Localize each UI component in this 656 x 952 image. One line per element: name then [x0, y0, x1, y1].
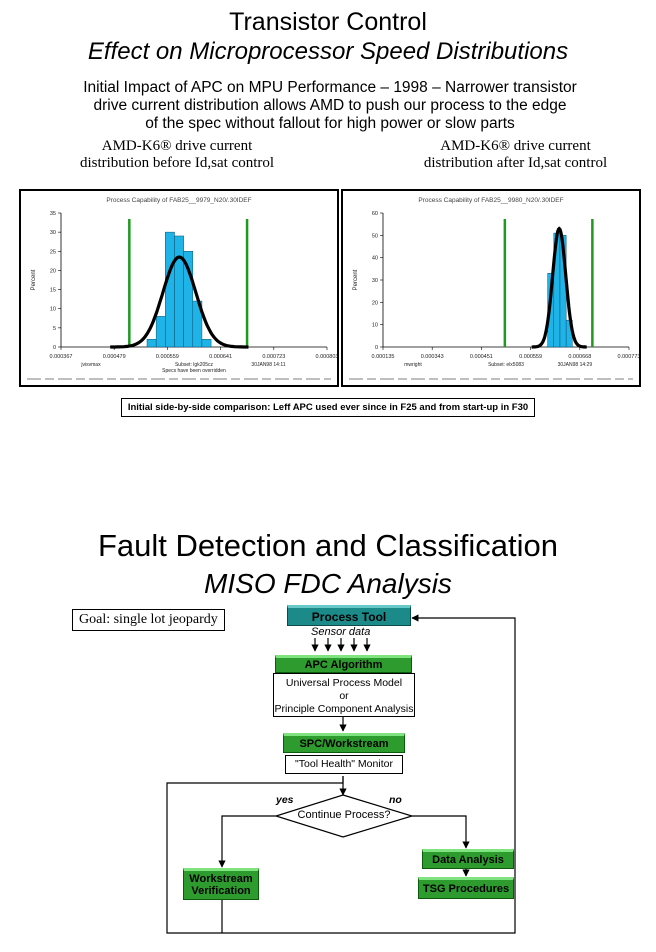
sensor-data-label: Sensor data — [308, 626, 374, 638]
right-chart-label: AMD-K6® drive current distribution after… — [388, 138, 643, 172]
normal-fit-curve — [531, 226, 587, 349]
slide1-subtitle: Effect on Microprocessor Speed Distribut… — [87, 38, 569, 65]
x-tick-label: 0.000559 — [519, 354, 542, 360]
y-tick-label: 0 — [375, 345, 378, 351]
chart-before: Process Capability of FAB25__9979_N20/.3… — [27, 197, 338, 380]
decision-diamond — [273, 794, 415, 838]
yes-label: yes — [276, 794, 294, 806]
wv-line: Workstream — [189, 873, 253, 885]
chart-before-frame: Process Capability of FAB25__9979_N20/.3… — [19, 189, 339, 387]
tsg-procedures-box: TSG Procedures — [418, 877, 514, 899]
chart-after-frame: Process Capability of FAB25__9980_N20/.3… — [341, 189, 641, 387]
y-tick-label: 0 — [53, 345, 56, 351]
workstream-verification-box: Workstream Verification — [183, 868, 259, 900]
y-tick-label: 35 — [50, 211, 56, 217]
chart-after: Process Capability of FAB25__9980_N20/.3… — [349, 197, 640, 380]
x-tick-label: 0.000451 — [470, 354, 493, 360]
y-tick-label: 50 — [372, 233, 378, 239]
x-tick-label: 0.000367 — [50, 354, 73, 360]
y-tick-label: 10 — [372, 323, 378, 329]
x-tick-label: 0.000803 — [316, 354, 337, 360]
apc-algorithm-box: APC Algorithm — [275, 655, 412, 673]
x-tick-label: 0.000773 — [618, 354, 639, 360]
y-tick-label: 20 — [50, 268, 56, 274]
y-tick-label: 60 — [372, 211, 378, 217]
label-line: AMD-K6® drive current — [101, 138, 253, 154]
x-tick-label: 0.000479 — [103, 354, 126, 360]
chart-title: Process Capability of FAB25__9979_N20/.3… — [106, 197, 251, 204]
label-line: AMD-K6® drive current — [440, 138, 591, 154]
y-tick-label: 30 — [50, 230, 56, 236]
slide1-body: Initial Impact of APC on MPU Performance… — [30, 79, 630, 133]
x-sublabel: Subset: elx5083 — [488, 362, 524, 368]
label-line: distribution after Id,sat control — [423, 155, 608, 171]
caption-wrap: Initial side-by-side comparison: Leff AP… — [0, 398, 656, 417]
body-line: drive current distribution allows AMD to… — [93, 97, 567, 114]
x-sublabel: jvisvmax — [80, 362, 101, 368]
model-line: Principle Component Analysis — [274, 703, 414, 715]
spc-workstream-box: SPC/Workstream — [283, 733, 405, 753]
y-tick-label: 30 — [372, 278, 378, 284]
x-tick-label: 0.000668 — [568, 354, 591, 360]
y-tick-label: 25 — [50, 249, 56, 255]
body-line: Initial Impact of APC on MPU Performance… — [83, 79, 577, 96]
y-tick-label: 15 — [50, 288, 56, 294]
x-sublabel: Subset: lgk205cz — [175, 362, 214, 368]
y-tick-label: 40 — [372, 256, 378, 262]
x-tick-label: 0.000559 — [156, 354, 179, 360]
left-chart-label: AMD-K6® drive current distribution befor… — [52, 138, 302, 172]
x-sublabel: mwright — [404, 362, 422, 368]
x-tick-label: 0.000343 — [421, 354, 444, 360]
slide1-title: Transistor Control — [229, 8, 427, 36]
body-line: of the spec without fallout for high pow… — [145, 115, 515, 132]
x-tick-label: 0.000135 — [372, 354, 395, 360]
goal-box: Goal: single lot jeopardy — [72, 609, 225, 631]
no-label: no — [389, 794, 402, 806]
decision-label: Continue Process? — [297, 809, 391, 821]
x-tick-label: 0.000641 — [209, 354, 232, 360]
tool-health-box: "Tool Health" Monitor — [285, 755, 403, 774]
process-tool-box: Process Tool — [287, 605, 411, 626]
normal-fit-curve — [110, 255, 249, 349]
slide2-subtitle: MISO FDC Analysis — [204, 568, 452, 599]
model-line: or — [339, 690, 349, 702]
y-axis-label: Percent — [353, 269, 359, 290]
comparison-caption: Initial side-by-side comparison: Leff AP… — [120, 398, 536, 417]
wv-line: Verification — [191, 885, 251, 897]
model-box: Universal Process Model or Principle Com… — [273, 673, 415, 717]
model-line: Universal Process Model — [285, 677, 403, 689]
histogram-bar — [201, 339, 212, 348]
x-sublabel: 30JAN98 14:29 — [558, 362, 593, 368]
x-sublabel: 30JAN98 14:11 — [251, 362, 285, 368]
y-tick-label: 10 — [50, 307, 56, 313]
data-analysis-box: Data Analysis — [422, 849, 514, 869]
slide2-title: Fault Detection and Classification — [97, 528, 559, 563]
chart-title: Process Capability of FAB25__9980_N20/.3… — [418, 197, 563, 204]
histogram-bar — [183, 251, 194, 348]
spec-note: Specs have been overridden — [162, 368, 226, 374]
y-tick-label: 5 — [53, 326, 56, 332]
y-tick-label: 20 — [372, 300, 378, 306]
y-axis-label: Percent — [31, 269, 37, 290]
label-line: distribution before Id,sat control — [79, 155, 275, 171]
x-tick-label: 0.000723 — [262, 354, 285, 360]
